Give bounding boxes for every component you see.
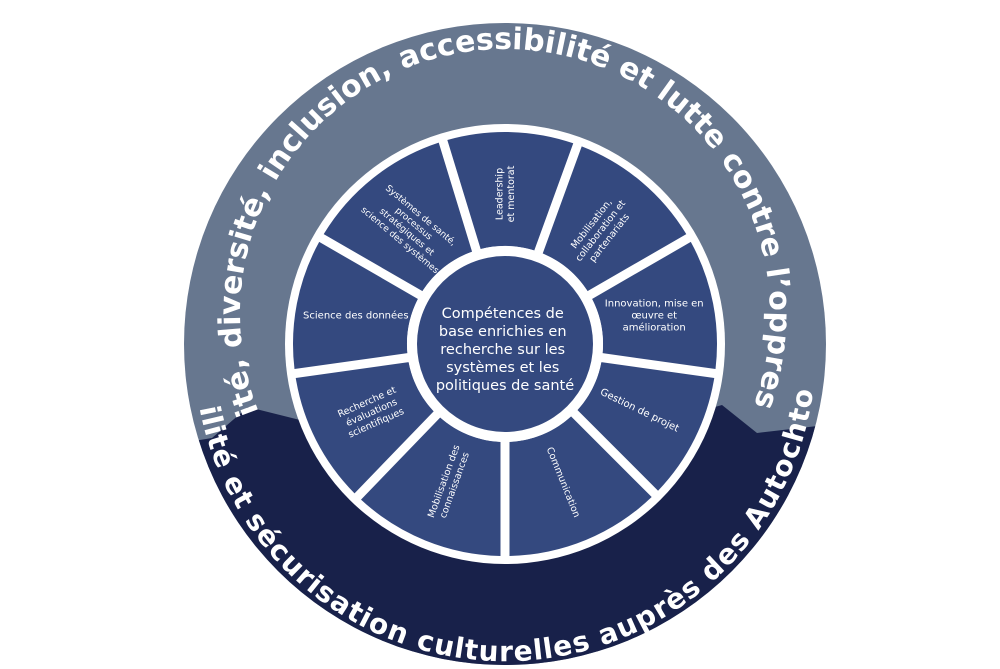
segment-gestion-projet [577, 362, 715, 491]
segment-innovation [592, 241, 717, 370]
segment-label-line: et mentorat [506, 165, 517, 222]
segment-label-line: amélioration [623, 321, 686, 333]
segment-label-line: œuvre et [631, 310, 677, 321]
segment-communication [509, 416, 652, 556]
segment-mobilisation-connaissances [361, 417, 501, 556]
segment-science-donnees [293, 241, 418, 370]
center-label-line: Compétences de [442, 306, 564, 322]
competency-segments [293, 132, 717, 556]
center-label-line: recherche sur les [440, 342, 565, 358]
center-label-line: base enrichies en [439, 324, 567, 340]
segment-label-leadership: Leadershipet mentorat [495, 165, 517, 222]
segment-label-science-donnees: Science des données [303, 309, 409, 321]
center-circle [417, 256, 593, 432]
segment-label-line: Leadership [495, 168, 506, 220]
segment-systemes-sante [323, 142, 473, 292]
segment-leadership [447, 132, 574, 251]
segment-label-line: Innovation, mise en [605, 298, 704, 309]
segment-label-line: Science des données [303, 309, 409, 321]
segment-recherche [295, 362, 434, 494]
segment-mobilisation-collaboration [542, 146, 687, 292]
center-label-line: systèmes et les [446, 360, 559, 376]
center-label-line: politiques de santé [436, 378, 574, 394]
center-label: Compétences de base enrichies en recherc… [436, 306, 574, 394]
